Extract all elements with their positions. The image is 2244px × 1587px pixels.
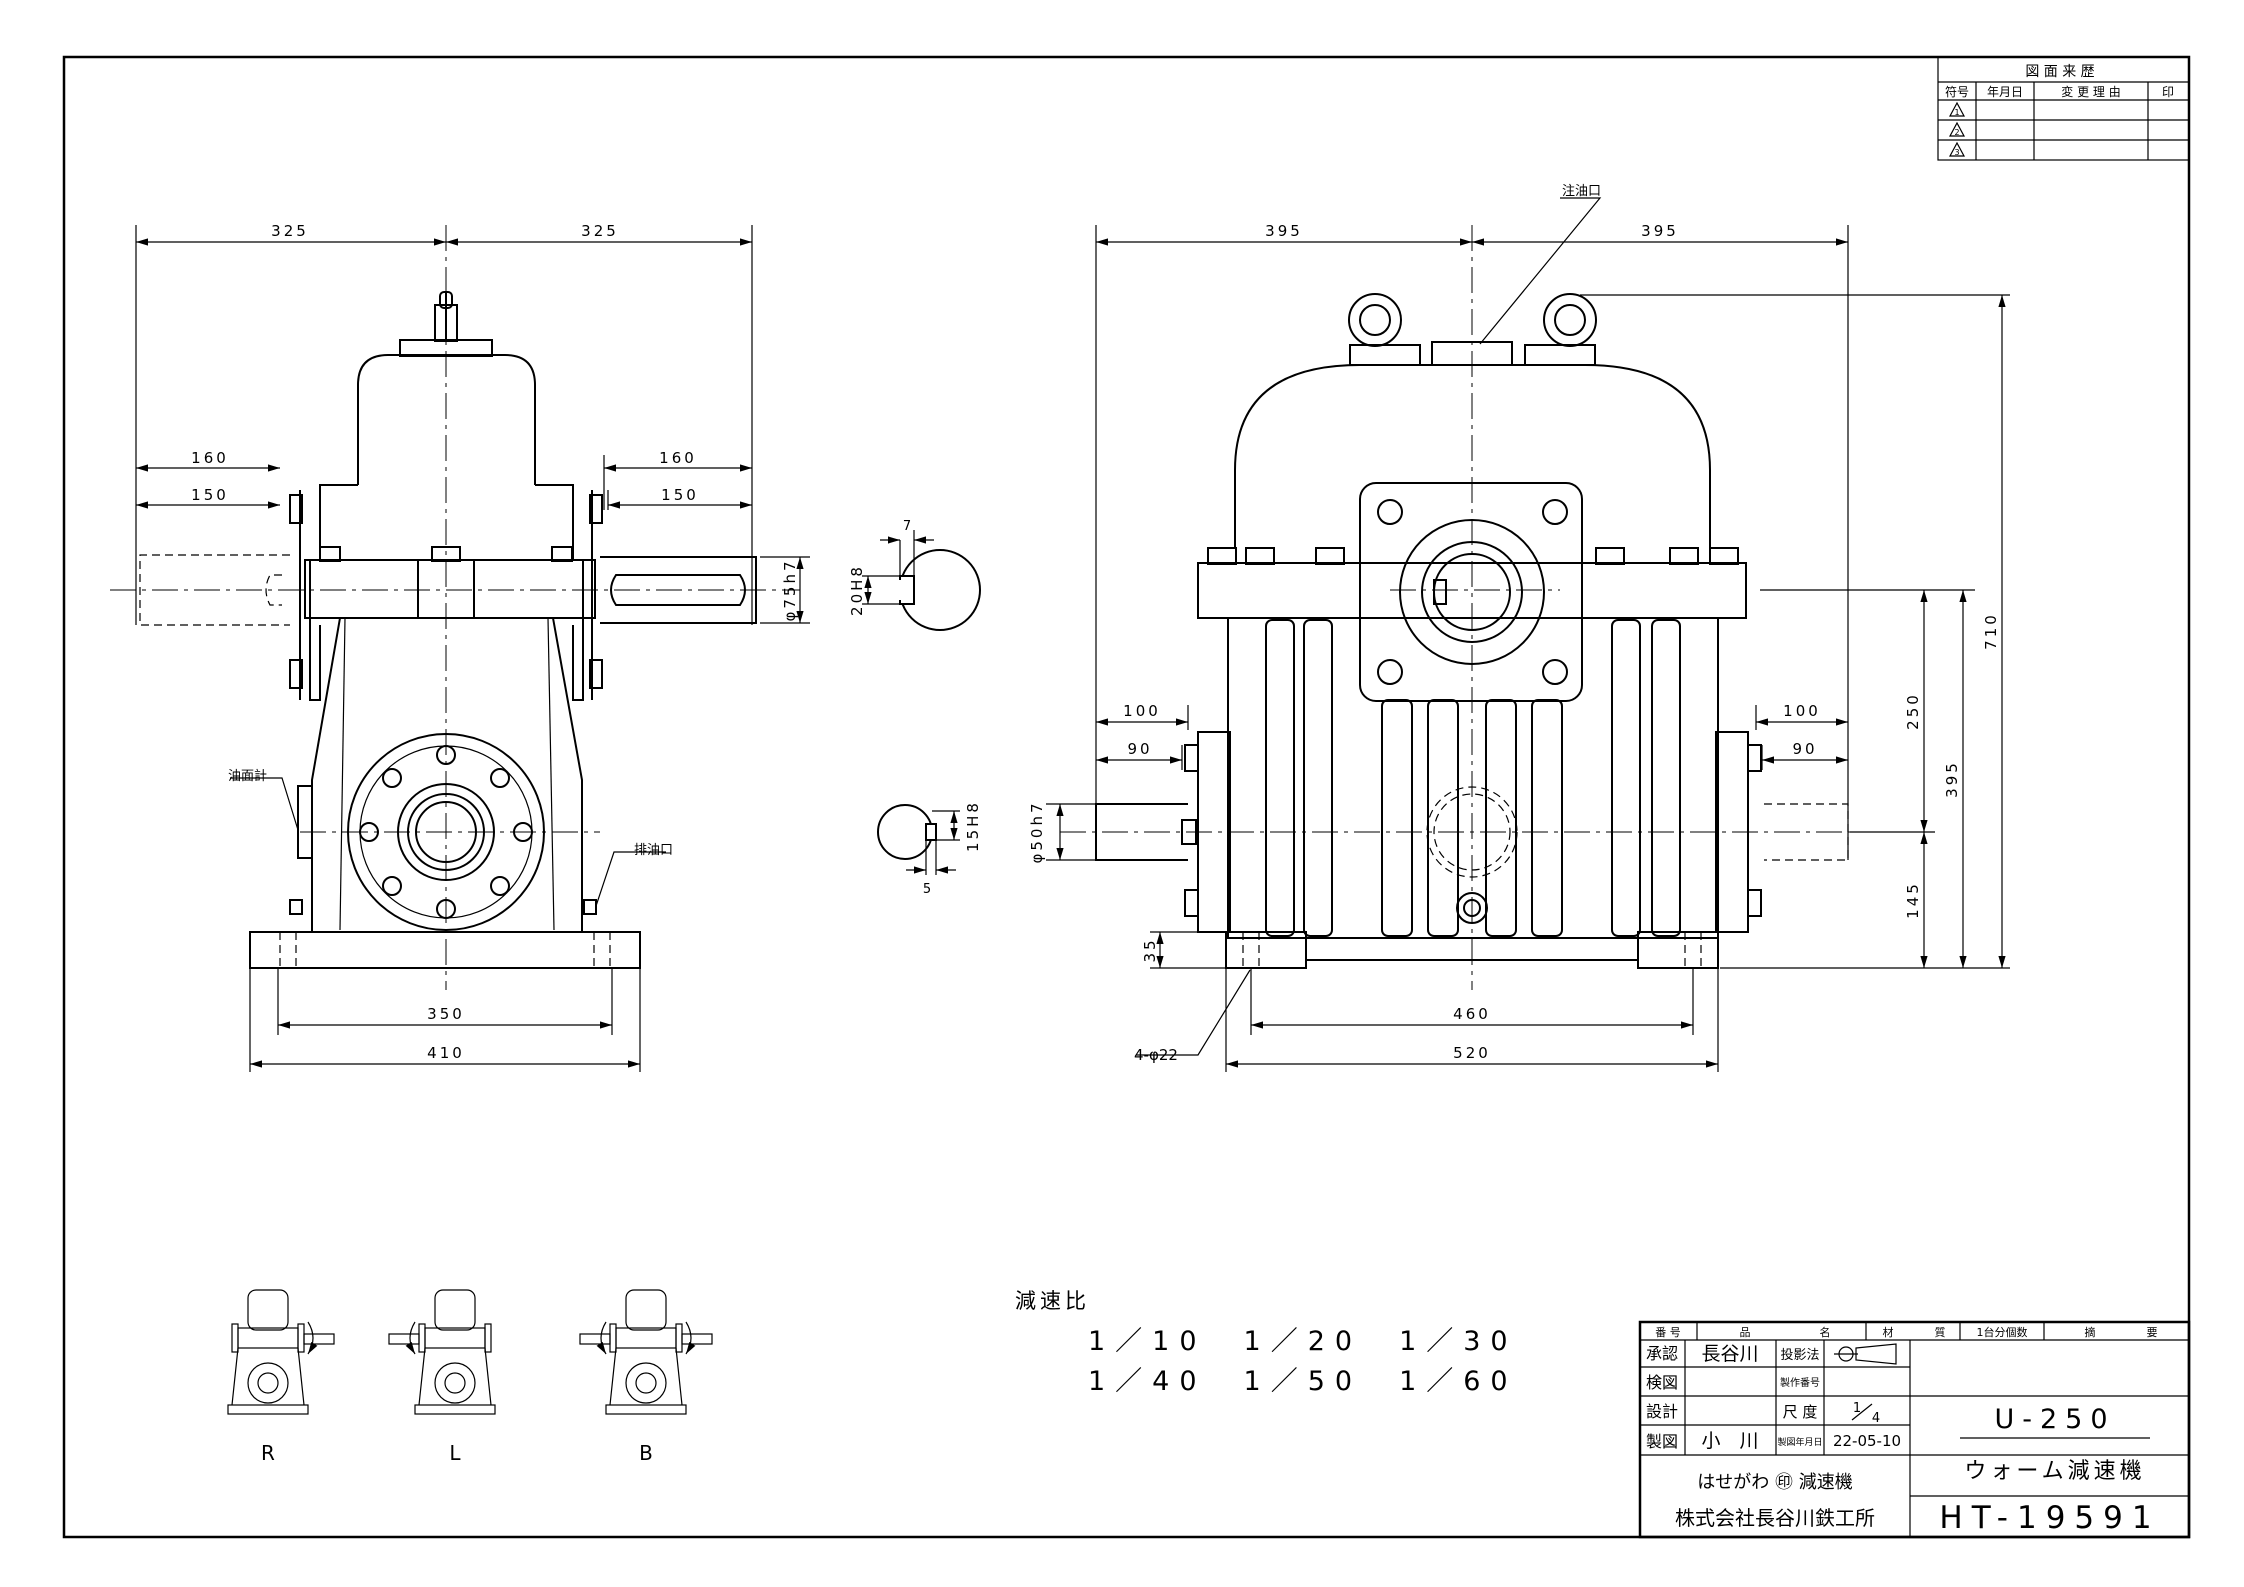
tb-model: U-250 xyxy=(1994,1404,2115,1435)
dim-160-right: 160 xyxy=(659,449,697,467)
tb-header-item: 品 xyxy=(1740,1326,1751,1339)
front-view: 325 325 160 150 160 150 φ75h7 350 410 油面… xyxy=(110,222,810,1072)
side-dim-395-height: 395 xyxy=(1943,760,1961,798)
tb-drawing-no: HT-19591 xyxy=(1939,1500,2160,1536)
tb-date-label: 製図年月日 xyxy=(1777,1436,1822,1448)
tb-approved-label: 承認 xyxy=(1646,1344,1678,1363)
revision-table: 図 面 来 歴 符号 年月日 変 更 理 由 印 1 2 3 xyxy=(1937,56,2190,161)
dim-325-right: 325 xyxy=(581,222,619,240)
label-oil-gauge: 油面計 xyxy=(228,768,267,784)
side-view: 395 395 100 90 100 90 φ50h7 35 4-φ22 460… xyxy=(1028,184,2010,1072)
tb-date-value: 22-05-10 xyxy=(1833,1432,1901,1450)
revision-header-date: 年月日 xyxy=(1987,85,2023,99)
svg-text:1: 1 xyxy=(1853,1401,1861,1416)
projection-symbol-icon xyxy=(1834,1343,1897,1365)
key-bottom-height: 15H8 xyxy=(964,800,982,852)
reduction-row-1: 1／10 1／20 1／30 xyxy=(1088,1326,1518,1357)
tb-header-qty: 1台分個数 xyxy=(1977,1325,2028,1339)
dim-160-left: 160 xyxy=(191,449,229,467)
svg-text:3: 3 xyxy=(1954,148,1959,157)
revision-header-mark: 符号 xyxy=(1945,84,1969,99)
side-dim-395-right: 395 xyxy=(1641,222,1679,240)
tb-mfg-no-label: 製作番号 xyxy=(1780,1376,1820,1389)
tb-header-material: 材 xyxy=(1883,1325,1894,1339)
side-dim-460: 460 xyxy=(1453,1005,1491,1023)
dim-410: 410 xyxy=(427,1044,465,1062)
arrangement-label-r: R xyxy=(261,1441,275,1465)
svg-text:2: 2 xyxy=(1954,128,1959,137)
tb-drawn-name: 小 川 xyxy=(1701,1430,1758,1452)
tb-approved-name: 長谷川 xyxy=(1701,1343,1758,1365)
reduction-ratio: 減速比 1／10 1／20 1／30 1／40 1／50 1／60 xyxy=(1015,1289,1518,1397)
arrangement-b: B xyxy=(579,1289,713,1465)
side-dim-35: 35 xyxy=(1141,937,1159,962)
drawing-frame xyxy=(62,55,2191,1539)
key-bottom-width: 5 xyxy=(923,882,931,897)
side-dim-710: 710 xyxy=(1982,612,2000,650)
side-dim-395-left: 395 xyxy=(1265,222,1303,240)
side-dim-145: 145 xyxy=(1904,881,1922,919)
label-drain: 排油口 xyxy=(634,843,673,858)
side-dim-90-left: 90 xyxy=(1127,740,1152,758)
tb-header-name: 名 xyxy=(1820,1325,1831,1339)
tb-designed-label: 設計 xyxy=(1646,1402,1678,1421)
svg-text:4: 4 xyxy=(1872,1411,1880,1426)
side-dim-100-left: 100 xyxy=(1123,702,1161,720)
tb-scale-value: 1 4 xyxy=(1851,1401,1880,1426)
side-dim-520: 520 xyxy=(1453,1044,1491,1062)
key-details: 7 20H8 15H8 5 xyxy=(848,519,982,897)
tb-brand: はせがわ ㊞ 減速機 xyxy=(1697,1472,1852,1493)
revision-mark-3: 3 xyxy=(1948,141,1966,157)
arrangement-label-b: B xyxy=(639,1441,653,1465)
tb-product: ウォーム減速機 xyxy=(1964,1459,2145,1484)
dim-shaft-dia-75: φ75h7 xyxy=(781,558,799,621)
arrangement-l: L xyxy=(388,1289,496,1465)
tb-projection-label: 投影法 xyxy=(1780,1347,1819,1363)
dim-325-left: 325 xyxy=(271,222,309,240)
revision-mark-2: 2 xyxy=(1948,121,1966,137)
side-dim-90-right: 90 xyxy=(1792,740,1817,758)
revision-title: 図 面 来 歴 xyxy=(2025,64,2094,80)
side-dim-holes: 4-φ22 xyxy=(1134,1046,1178,1064)
reduction-row-2: 1／40 1／50 1／60 xyxy=(1088,1366,1518,1397)
revision-header-reason: 変 更 理 由 xyxy=(2061,84,2120,99)
tb-drawn-label: 製図 xyxy=(1646,1432,1678,1451)
label-oil-inlet: 注油口 xyxy=(1562,184,1601,199)
side-dim-250: 250 xyxy=(1904,692,1922,730)
arrangement-r: R xyxy=(227,1289,335,1465)
revision-header-seal: 印 xyxy=(2162,85,2174,99)
key-top-width: 7 xyxy=(903,519,911,534)
key-top-height: 20H8 xyxy=(848,564,866,616)
reduction-title: 減速比 xyxy=(1015,1289,1090,1313)
title-block: 番 号 品 名 材 質 1台分個数 摘 要 承認 長谷川 検図 設計 製図 小 … xyxy=(1638,1320,2191,1539)
revision-mark-1: 1 xyxy=(1948,101,1966,117)
tb-checked-label: 検図 xyxy=(1646,1373,1678,1392)
side-dim-100-right: 100 xyxy=(1783,702,1821,720)
tb-company: 株式会社長谷川鉄工所 xyxy=(1675,1506,1875,1530)
dim-350: 350 xyxy=(427,1005,465,1023)
dim-150-right: 150 xyxy=(661,486,699,504)
tb-header-quality: 質 xyxy=(1935,1325,1946,1339)
side-dim-shaft-dia-50: φ50h7 xyxy=(1028,800,1046,863)
tb-header-remarks-1: 摘 xyxy=(2085,1325,2096,1339)
tb-header-remarks-2: 要 xyxy=(2147,1326,2158,1339)
dim-150-left: 150 xyxy=(191,486,229,504)
tb-scale-label: 尺 度 xyxy=(1783,1403,1818,1421)
arrangement-label-l: L xyxy=(449,1441,461,1465)
tb-header-number: 番 号 xyxy=(1655,1326,1681,1339)
svg-text:1: 1 xyxy=(1954,108,1959,117)
